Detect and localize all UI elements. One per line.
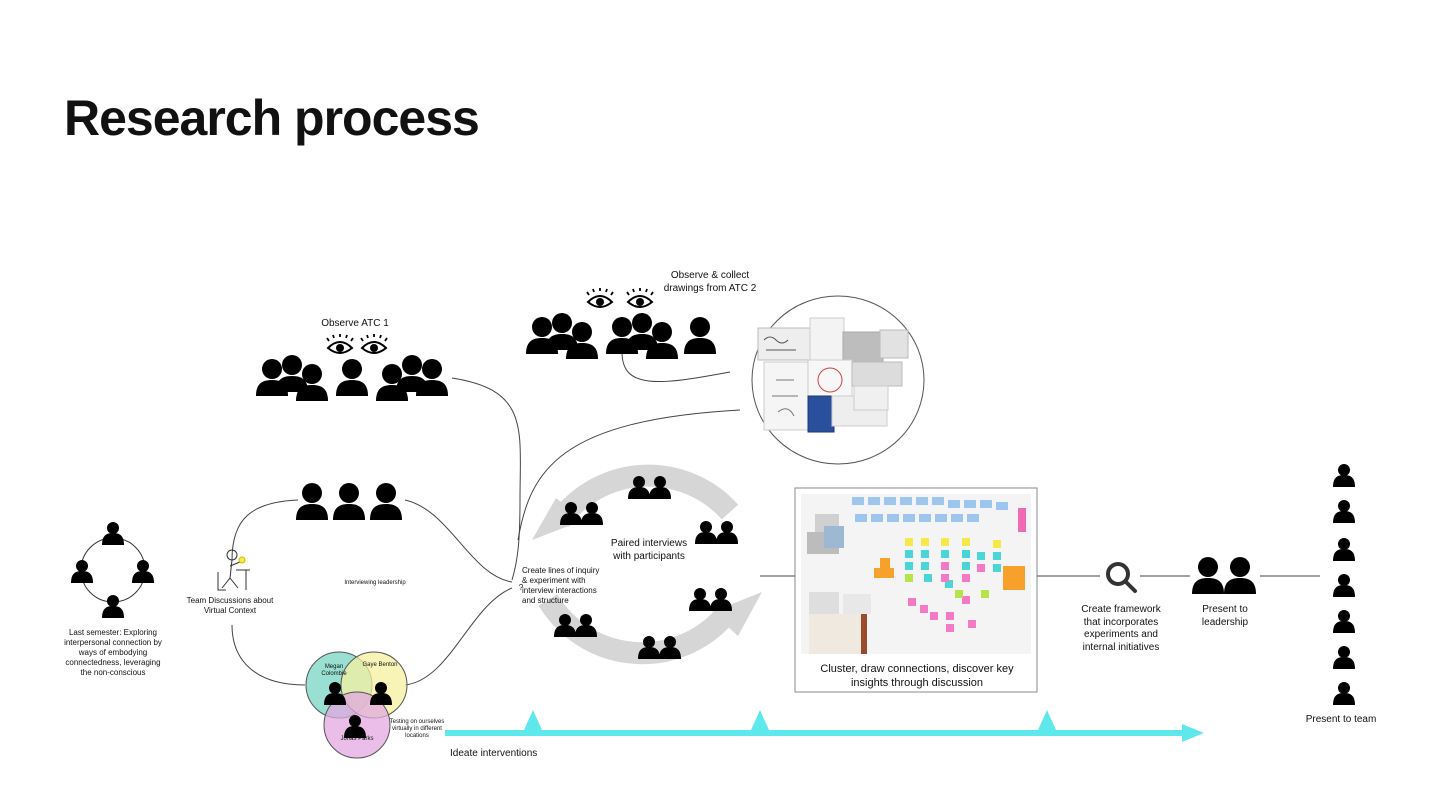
team-discussions-label: Team Discussions about Virtual Context bbox=[186, 596, 274, 615]
last-semester-circle bbox=[71, 522, 154, 618]
question-mark: ? bbox=[518, 583, 524, 592]
cycle-arrowhead-left bbox=[532, 498, 584, 540]
person-icon bbox=[1333, 610, 1355, 633]
person-icon bbox=[336, 359, 368, 396]
person-icon bbox=[710, 588, 732, 611]
person-icon bbox=[1333, 682, 1355, 705]
affinity-board bbox=[794, 487, 1038, 693]
team-venn bbox=[305, 651, 408, 759]
person-icon bbox=[1192, 557, 1224, 594]
ideation-timeline bbox=[445, 710, 1204, 742]
venn-name-gaye: Gaye Benton bbox=[362, 662, 398, 668]
person-icon bbox=[333, 483, 365, 520]
person-icon bbox=[695, 521, 717, 544]
atc1-crowd bbox=[256, 333, 448, 401]
testing-ourselves-label: Testing on ourselves virtually in differ… bbox=[389, 719, 445, 740]
observe-atc2-label: Observe & collect drawings from ATC 2 bbox=[663, 270, 757, 294]
person-icon bbox=[1333, 574, 1355, 597]
person-icon bbox=[1333, 538, 1355, 561]
person-icon bbox=[102, 595, 124, 618]
page-title: Research process bbox=[64, 90, 480, 146]
cycle-arrowhead-right bbox=[712, 592, 762, 636]
person-icon bbox=[684, 317, 716, 354]
connector-lines bbox=[231, 351, 1320, 686]
person-icon bbox=[296, 483, 328, 520]
interviewing-leadership-label: Interviewing leadership bbox=[344, 580, 406, 586]
magnifier-icon bbox=[1106, 562, 1137, 593]
person-icon bbox=[132, 560, 154, 583]
cycle-arrows bbox=[538, 464, 739, 665]
person-icon bbox=[71, 560, 93, 583]
create-framework-label: Create framework that incorporates exper… bbox=[1081, 604, 1161, 653]
atc2-crowd bbox=[526, 287, 716, 359]
observe-atc1-label: Observe ATC 1 bbox=[321, 318, 389, 329]
paired-interviews-label: Paired interviews with participants bbox=[610, 538, 688, 562]
present-leadership-label: Present to leadership bbox=[1201, 604, 1249, 628]
ideate-label: Ideate interventions bbox=[450, 748, 538, 759]
cluster-label: Cluster, draw connections, discover key … bbox=[820, 663, 1014, 689]
create-lines-label: Create lines of inquiry & experiment wit… bbox=[522, 566, 600, 605]
person-icon bbox=[1333, 500, 1355, 523]
leadership-group bbox=[296, 483, 402, 520]
person-icon bbox=[716, 521, 738, 544]
venn-name-jonas: Jonas Parks bbox=[340, 736, 374, 742]
venn-name-megan: Megan Colombie bbox=[321, 664, 347, 678]
person-icon bbox=[1333, 464, 1355, 487]
person-icon bbox=[1333, 646, 1355, 669]
person-icon bbox=[102, 522, 124, 545]
present-team-label: Present to team bbox=[1305, 714, 1377, 725]
person-icon bbox=[689, 588, 711, 611]
drawings-collage bbox=[751, 295, 925, 465]
present-leadership-pair bbox=[1192, 557, 1256, 594]
lightbulb-desk-icon bbox=[217, 549, 250, 591]
eye-icon bbox=[360, 333, 388, 354]
eye-icon bbox=[326, 333, 354, 354]
person-icon bbox=[1224, 557, 1256, 594]
present-team-column bbox=[1333, 464, 1355, 705]
last-semester-label: Last semester: Exploring interpersonal c… bbox=[64, 628, 162, 677]
person-icon bbox=[370, 483, 402, 520]
eye-icon bbox=[586, 287, 614, 308]
eye-icon bbox=[626, 287, 654, 308]
